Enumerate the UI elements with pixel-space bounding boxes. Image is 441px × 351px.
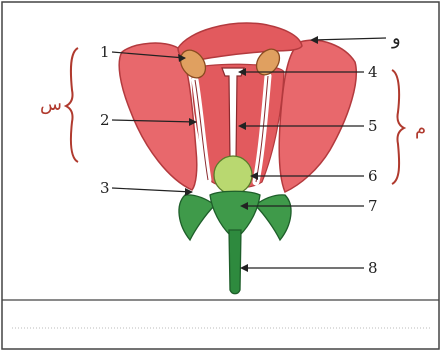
flower-base xyxy=(210,191,260,235)
left-sepal xyxy=(179,195,215,240)
arrowhead-8 xyxy=(240,264,248,272)
right-sepal xyxy=(255,195,291,240)
left-bracket xyxy=(66,48,78,162)
label-4: 4 xyxy=(368,63,378,81)
top-right-letter: و xyxy=(391,28,401,49)
ovary xyxy=(214,156,252,194)
label-1: 1 xyxy=(100,43,110,61)
label-5: 5 xyxy=(368,117,378,135)
leader-top-right xyxy=(312,38,386,40)
label-6: 6 xyxy=(368,167,378,185)
stem xyxy=(229,230,241,294)
left-group-letter: س xyxy=(40,94,62,115)
label-7: 7 xyxy=(368,197,378,215)
label-3: 3 xyxy=(100,179,110,197)
leader-3 xyxy=(112,188,192,192)
label-8: 8 xyxy=(368,259,378,277)
right-bracket xyxy=(392,70,404,184)
right-petal xyxy=(279,40,356,192)
right-group-letter: م xyxy=(415,118,426,139)
label-2: 2 xyxy=(100,111,110,129)
